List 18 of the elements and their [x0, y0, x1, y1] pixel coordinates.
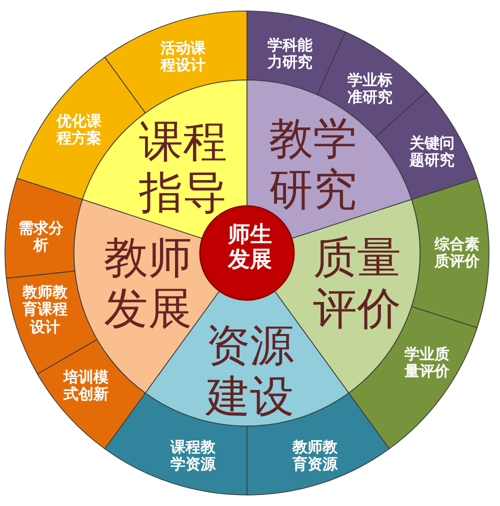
segment-label: 教师教育课程设计 — [22, 284, 68, 336]
segment-label: 教师教育资源 — [292, 438, 338, 474]
sector-label: 质量评价 — [312, 233, 402, 335]
segment-label: 学业标准研究 — [346, 72, 394, 106]
segment-label: 活动课程设计 — [160, 40, 206, 74]
segment-label: 需求分析 — [18, 220, 64, 254]
segment-label: 课程教学资源 — [170, 438, 216, 474]
segment-label: 关键问题研究 — [408, 134, 456, 170]
sector-label: 课程指导 — [138, 117, 228, 219]
segment-label: 学科能力研究 — [266, 36, 314, 72]
sector-label: 教学研究 — [268, 114, 358, 216]
segment-label: 优化课程方案 — [56, 112, 102, 148]
segment-label: 培训模式创新 — [62, 368, 110, 404]
segment-label: 学业质量评价 — [404, 346, 450, 380]
sector-label: 教师发展 — [103, 233, 193, 335]
segment-label: 综合素质评价 — [434, 236, 480, 270]
sector-label: 资源建设 — [204, 321, 295, 423]
center-label: 师生发展 — [226, 222, 273, 274]
